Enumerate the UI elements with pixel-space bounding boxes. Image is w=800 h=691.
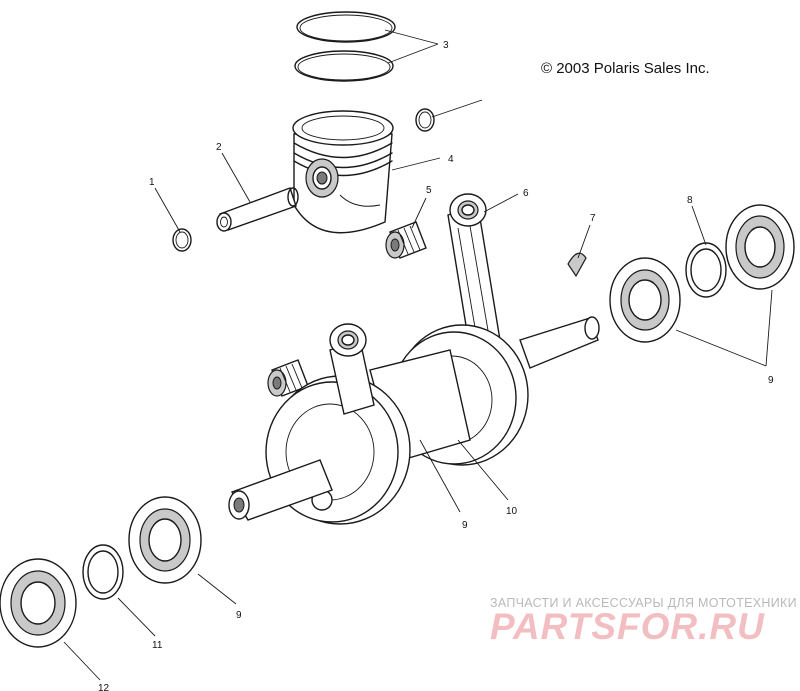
callout-labels: 1 2 3 4 5 6 7 8 9 9 10 9 11 12 [98,40,774,691]
circlip-left [172,228,192,252]
woodruff-key [567,252,587,278]
callout-6: 6 [523,188,529,199]
crank-bearing-left [128,496,202,584]
callout-9-right: 9 [768,375,774,386]
crank-bearing-right [609,257,681,343]
crankshaft [228,316,600,525]
shim-ring-left [82,544,124,600]
callout-2: 2 [216,142,222,153]
leader-lines [63,29,773,681]
connecting-rod-lower [329,323,375,415]
shim-ring-right [685,242,727,298]
needle-bearing-upper [385,221,427,259]
circlip-right [415,108,435,132]
callout-9-center: 9 [462,520,468,531]
callout-8: 8 [687,195,693,206]
piston-ring-lower [294,50,394,82]
watermark-subtitle: ЗАПЧАСТИ И АКСЕССУАРЫ ДЛЯ МОТОТЕХНИКИ [490,596,797,610]
piston [292,110,394,234]
connecting-rod-upper [447,193,501,351]
callout-3: 3 [443,40,449,51]
piston-ring-upper [296,11,396,43]
needle-bearing-lower [267,359,309,397]
callout-5: 5 [426,185,432,196]
wrist-pin [216,187,299,232]
callout-11: 11 [152,640,163,651]
callout-12: 12 [98,683,110,691]
crank-seal-left [0,558,77,648]
copyright-notice: © 2003 Polaris Sales Inc. [541,60,710,77]
callout-7: 7 [590,213,596,224]
watermark-logo: PARTSFOR.RU [490,606,765,647]
crank-seal-right [725,204,795,290]
callout-10: 10 [506,506,518,517]
callout-1: 1 [149,177,155,188]
callout-4: 4 [448,154,454,165]
callout-9-lower: 9 [236,610,242,621]
